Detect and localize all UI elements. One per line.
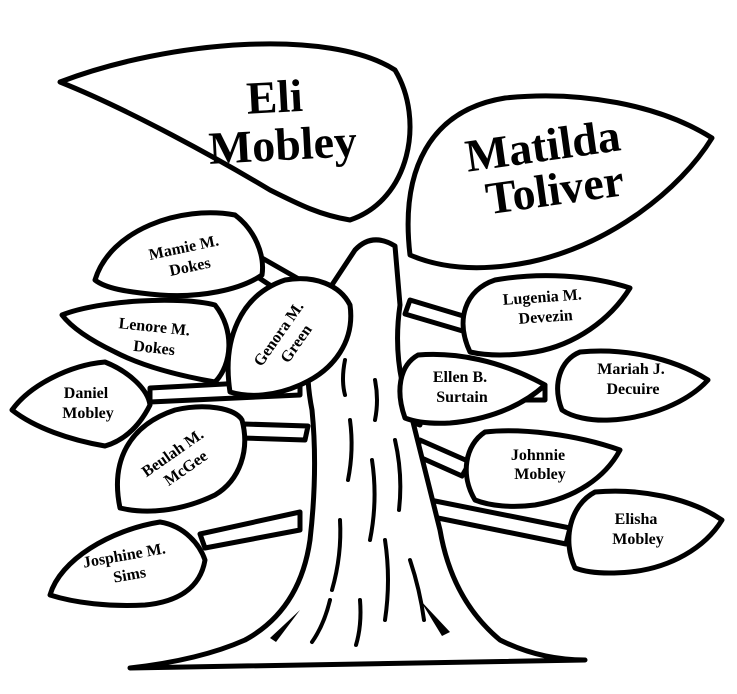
- father-name: Eli Mobley: [205, 67, 358, 174]
- svg-text:Daniel Mobley: Daniel Mobley: [62, 385, 114, 422]
- leaf-genora: Genora M. Green: [225, 276, 354, 398]
- svg-text:Elisha Mobley: Elisha Mobley: [612, 511, 664, 548]
- svg-text:Lugenia M. Devezin: Lugenia M. Devezin: [502, 286, 588, 329]
- svg-text:Ellen B. Surtain: Ellen B. Surtain: [433, 369, 491, 406]
- leaf-ellen: Ellen B. Surtain: [397, 351, 548, 426]
- leaf-elisha: Elisha Mobley: [566, 488, 725, 576]
- mother-name: Matilda Toliver: [462, 108, 641, 226]
- leaf-mother: Matilda Toliver: [405, 93, 715, 271]
- svg-text:Johnnie Mobley: Johnnie Mobley: [511, 447, 569, 483]
- leaf-father: Eli Mobley: [57, 41, 413, 223]
- leaf-beulah: Beulah M. McGee: [114, 404, 248, 514]
- leaf-daniel: Daniel Mobley: [9, 359, 153, 449]
- leaf-josphine: Josphine M. Sims: [47, 519, 208, 608]
- leaf-johnnie: Johnnie Mobley: [463, 428, 623, 509]
- bark-texture: [270, 358, 450, 647]
- leaf-mariah: Mariah J. Decuire: [555, 348, 711, 423]
- leaf-lenore: Lenore M. Dokes: [59, 297, 232, 385]
- svg-text:Mariah J. Decuire: Mariah J. Decuire: [597, 361, 669, 398]
- leaf-lugenia: Lugenia M. Devezin: [460, 273, 633, 358]
- leaf-mamie: Mamie M. Dokes: [92, 210, 266, 299]
